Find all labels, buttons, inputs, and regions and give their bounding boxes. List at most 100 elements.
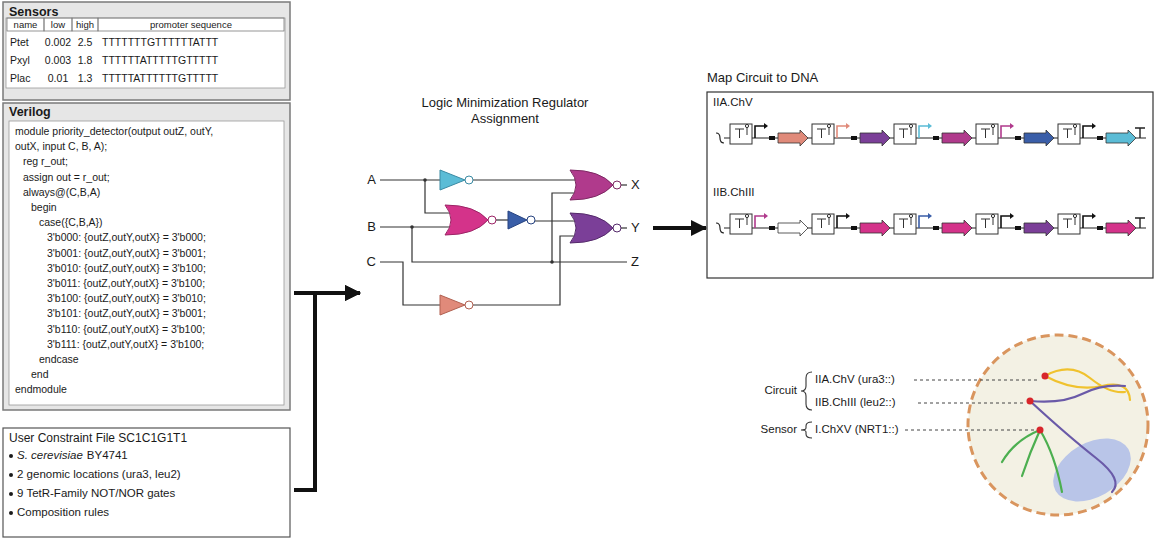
node-heading: User Constraint File SC1C1G1T1	[3, 428, 294, 448]
drawing-part	[1030, 401, 1116, 492]
drawing-part	[764, 213, 768, 219]
drawing-part	[745, 124, 748, 127]
drawing-part	[716, 213, 1146, 236]
constraint-item: 2 genomic locations (ura3, leu2)	[17, 468, 181, 481]
drawing-part	[1097, 136, 1103, 140]
drawing-part	[909, 214, 912, 217]
centromeres	[1027, 373, 1049, 434]
drawing-part	[410, 225, 414, 229]
drawing-part	[465, 176, 473, 184]
node-heading: Logic Minimization Regulator Assignment	[420, 95, 590, 126]
track-label: IIB.ChIII	[713, 186, 755, 199]
drawing-part	[981, 217, 993, 228]
drawing-part	[860, 130, 890, 146]
drawing-part	[769, 226, 775, 230]
brackets	[801, 372, 812, 438]
drawing-part	[837, 216, 846, 228]
code-line: 3'b110: {outZ,outY,outX} = 3'b100;	[47, 323, 205, 335]
drawing-part	[380, 226, 450, 227]
drawing-part	[801, 372, 812, 410]
drawing-part	[1106, 220, 1136, 236]
drawing-part	[1092, 213, 1096, 219]
drawing-part	[1045, 376, 1130, 400]
drawing-part	[919, 126, 928, 138]
drawing-part	[9, 511, 13, 515]
drawing-part	[981, 127, 993, 138]
drawing-part	[445, 205, 488, 235]
drawing-part	[933, 136, 939, 140]
drawing-part	[851, 136, 857, 140]
drawing-part	[928, 123, 932, 129]
drawing-part	[764, 123, 768, 129]
code-line: reg r_out;	[23, 155, 68, 167]
drawing-part	[440, 295, 465, 315]
drawing-part	[735, 127, 747, 138]
drawing-part	[817, 127, 829, 138]
code-line: begin	[31, 201, 57, 213]
drawing-part	[621, 184, 627, 185]
drawing-part	[488, 216, 496, 224]
code-line: assign out = r_out;	[23, 171, 110, 183]
code-line: 3'b101: {outZ,outY,outX} = 3'b001;	[47, 307, 206, 319]
signal-name: B	[367, 220, 376, 235]
table-header: name	[14, 19, 38, 30]
callout-label: Sensor	[761, 423, 797, 436]
drawing-part	[1092, 123, 1096, 129]
drawing-part	[735, 217, 747, 228]
table-cell: TTTTTATTTTTTGTTTTT	[102, 72, 218, 84]
table-cell: Pxyl	[10, 54, 30, 66]
callout-label: IIA.ChV (ura3::)	[815, 373, 895, 386]
bullets	[9, 454, 13, 515]
circuit-wires	[380, 180, 627, 305]
drawing-part	[9, 454, 13, 458]
constraint-item: S. cerevisiae	[17, 449, 83, 462]
drawing-part	[894, 124, 916, 144]
drawing-part	[778, 220, 808, 236]
table-cell: TTTTTTATTTTTGTTTTT	[102, 54, 218, 66]
drawing-part	[1097, 226, 1103, 230]
drawing-part	[552, 193, 576, 262]
code-line: 3'b100: {outZ,outY,outX} = 3'b010;	[47, 292, 206, 304]
code-line: 3'b111: {outZ,outY,outX} = 3'b100;	[47, 338, 204, 350]
drawing-part	[465, 301, 473, 309]
track-label: IIA.ChV	[713, 96, 753, 109]
drawing-part	[1024, 130, 1054, 146]
table-header: low	[51, 19, 65, 30]
drawing-part	[1027, 398, 1034, 405]
yeast-cell	[968, 335, 1148, 515]
signal-name: Z	[631, 255, 639, 270]
callout-label: Circuit	[764, 384, 797, 397]
drawing-part	[1083, 126, 1092, 138]
drawing-part	[613, 181, 621, 189]
drawing-part	[1058, 214, 1080, 234]
code-line: end	[31, 368, 49, 380]
drawing-part	[827, 214, 830, 217]
table-cell: 0.01	[48, 72, 68, 84]
signal-name: Y	[631, 221, 640, 236]
verilog-panel	[3, 103, 290, 410]
table-cell: Plac	[10, 72, 30, 84]
drawing-part	[1040, 430, 1062, 492]
node-heading: Map Circuit to DNA	[707, 68, 1155, 88]
code-line: 3'b001: {outZ,outY,outX} = 3'b001;	[47, 247, 206, 259]
drawing-part	[909, 124, 912, 127]
table-header: promoter sequence	[150, 19, 232, 30]
drawing-part	[440, 170, 465, 190]
drawing-part	[380, 179, 441, 180]
drawing-part	[812, 124, 834, 144]
drawing-part	[1001, 216, 1010, 228]
callout-label: IIB.ChIII (leu2::)	[815, 396, 896, 409]
code-line: 3'b011: {outZ,outY,outX} = 3'b100;	[47, 277, 205, 289]
constraint-item: Composition rules	[17, 506, 109, 519]
drawing-part	[942, 220, 972, 236]
code-area	[9, 121, 284, 405]
flow-arrow	[294, 293, 360, 490]
drawing-part	[1063, 217, 1075, 228]
drawing-part	[1015, 136, 1021, 140]
callout-label: I.ChXV (NRT1::)	[815, 423, 899, 436]
drawing-part	[899, 127, 911, 138]
drawing-part	[755, 126, 764, 138]
drawing-part	[976, 124, 998, 144]
code-line: module priority_detector(output outZ, ou…	[15, 125, 213, 137]
node-heading: Sensors	[3, 2, 294, 23]
